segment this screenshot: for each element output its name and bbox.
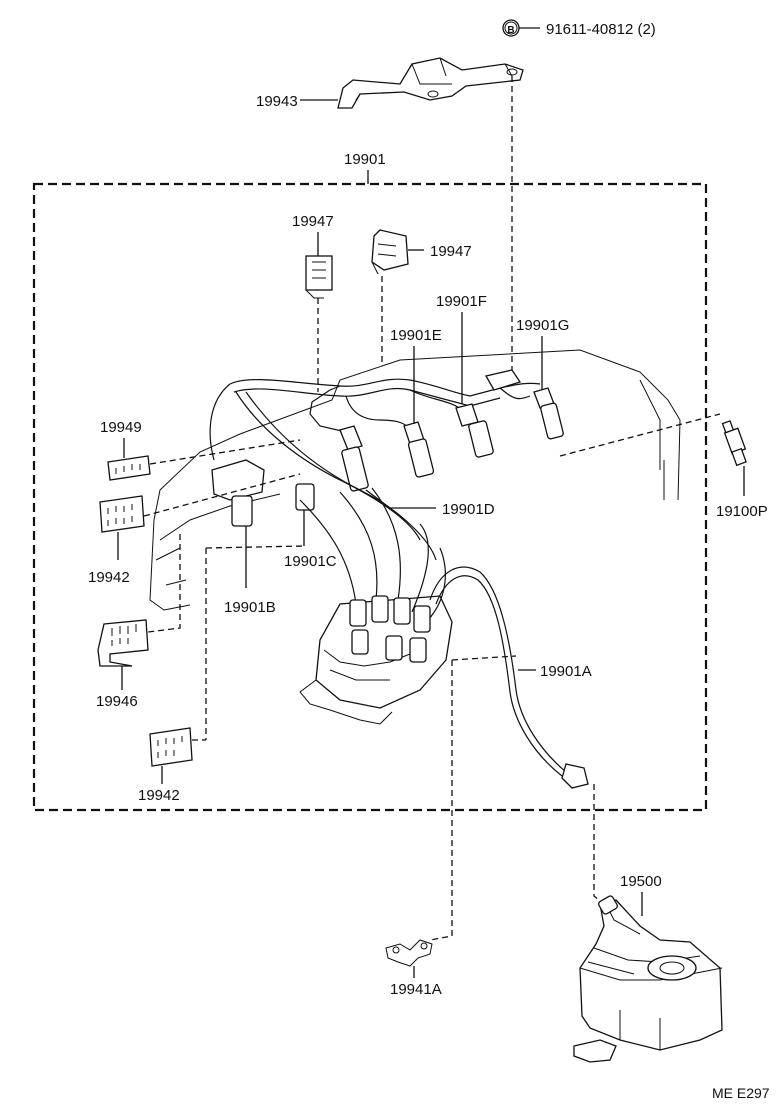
bolt-part-label[interactable]: 91611-40812 (2) <box>546 21 656 38</box>
clamp-19941a-label[interactable]: 19941A <box>390 981 442 998</box>
cord-f-label[interactable]: 19901F <box>436 293 487 310</box>
cord-g-label[interactable]: 19901G <box>516 317 569 334</box>
cord-a-label[interactable]: 19901A <box>540 663 592 680</box>
cord-e-label[interactable]: 19901E <box>390 327 442 344</box>
boot-19901g[interactable] <box>533 387 564 440</box>
bracket-19943[interactable] <box>337 57 524 109</box>
ignition-coil-label[interactable]: 19500 <box>620 873 662 890</box>
bolt-marker-label: B <box>507 25 514 36</box>
bracket-label[interactable]: 19943 <box>256 93 298 110</box>
cord-b-label[interactable]: 19901B <box>224 599 276 616</box>
cord-c-label[interactable]: 19901C <box>284 553 337 570</box>
clamp-19942-lower[interactable] <box>149 727 193 767</box>
cord-d-label[interactable]: 19901D <box>442 501 495 518</box>
clamp-19949[interactable] <box>107 455 151 481</box>
distributor-boots <box>349 595 431 663</box>
clamp-19941a[interactable] <box>385 939 433 967</box>
distributor-cords <box>209 383 446 621</box>
engine-head-outline <box>149 349 681 611</box>
bolt-callout: B 91611-40812 (2) <box>502 19 656 38</box>
diagram-code: ME E297 <box>712 1085 770 1101</box>
clamp-19942-upper-label[interactable]: 19942 <box>88 569 130 586</box>
cord-set-label[interactable]: 19901 <box>344 151 386 168</box>
spark-plug-label[interactable]: 19100P <box>716 503 768 520</box>
boot-19901c[interactable] <box>295 483 315 511</box>
clamp-19942-lower-label[interactable]: 19942 <box>138 787 180 804</box>
clamp-left-label[interactable]: 19947 <box>292 213 334 230</box>
cord-set-frame <box>32 182 708 812</box>
clamp-right-label[interactable]: 19947 <box>430 243 472 260</box>
ignition-coil[interactable] <box>573 895 723 1063</box>
clamp-19949-label[interactable]: 19949 <box>100 419 142 436</box>
clamp-19946-label[interactable]: 19946 <box>96 693 138 710</box>
boot-19901d[interactable] <box>339 425 369 492</box>
clamp-19947-right[interactable] <box>371 229 409 275</box>
boot-19901f[interactable] <box>455 403 494 458</box>
clamp-19946[interactable] <box>97 619 149 667</box>
clamp-on-head <box>485 369 522 391</box>
boot-19901e[interactable] <box>403 421 435 478</box>
clamp-19947-left[interactable] <box>305 255 333 299</box>
coil-cord[interactable] <box>429 566 589 789</box>
spark-plug[interactable] <box>721 420 747 467</box>
clamp-19942-upper[interactable] <box>99 495 145 533</box>
boot-19901b[interactable] <box>211 459 265 527</box>
